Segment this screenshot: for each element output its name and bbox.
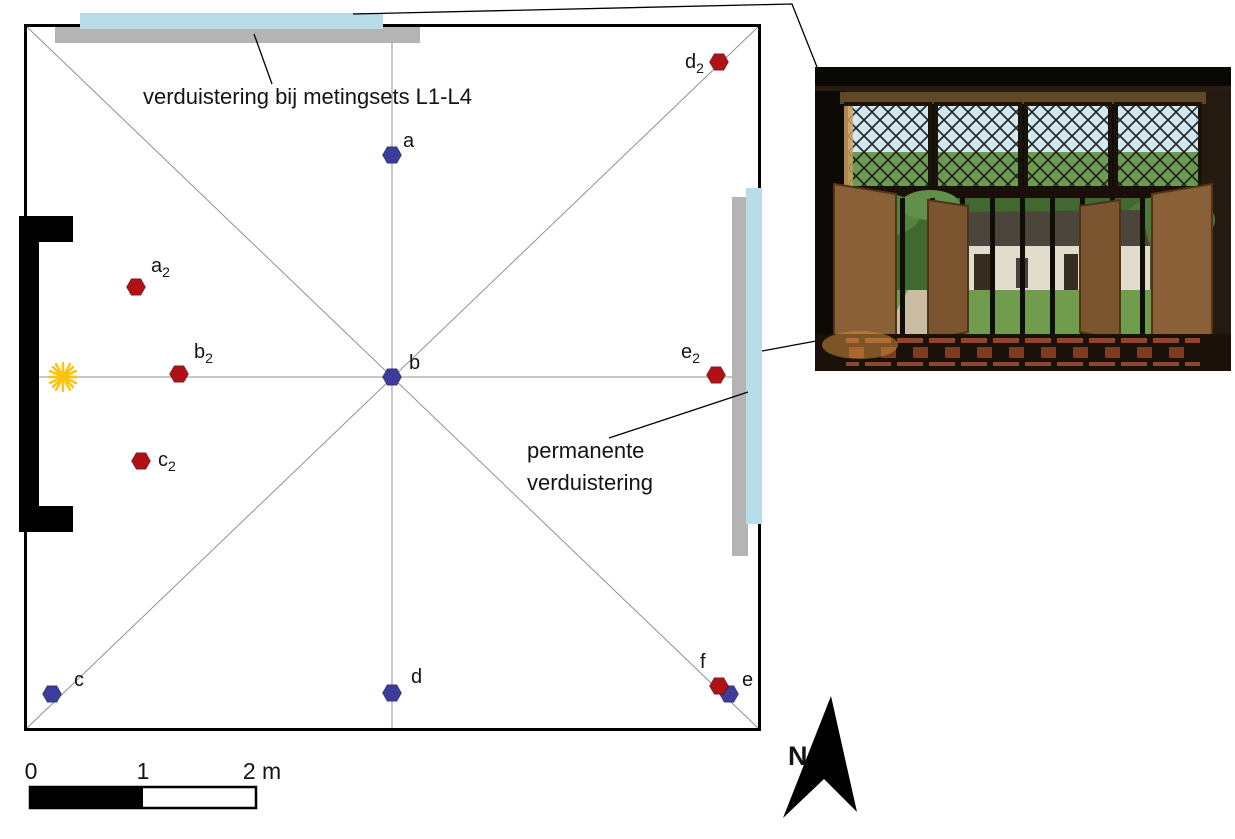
red-hexagon-marker [708,677,730,695]
scale-label-0: 0 [25,758,38,784]
blackout-gray-bar-top [55,27,420,43]
photo-sunlit-bricks [822,331,898,359]
point-label-a2: a2 [151,255,170,280]
point-label-a: a [403,130,415,152]
blue-hexagon-marker [381,684,403,702]
photo-window-bars [846,198,1200,334]
callout-line-right [761,340,817,352]
north-label: N [788,741,808,771]
photo-shutter-right-outer [1151,182,1213,354]
blackout-blue-bar-right [746,188,762,524]
sun-icon [47,361,79,393]
permanent-label-line1: permanente [527,438,644,463]
red-hexagon-marker [130,452,152,470]
red-hexagon-marker [168,365,190,383]
blackout-sets-label: verduistering bij metingsets L1-L4 [143,84,472,109]
red-hexagon-marker [708,53,730,71]
blackout-gray-bar-right [732,197,748,556]
point-label-e: e [742,669,753,691]
north-arrow-icon [783,696,857,818]
pointer-line-permanent [608,391,749,439]
measurement-point-e2: e2 [681,341,727,384]
point-label-c2: c2 [158,449,176,474]
point-label-d2: d2 [685,51,704,76]
blue-hexagon-marker [381,368,403,386]
lamp-bracket-spine [19,216,39,532]
photo-shutter-right-inner [1079,198,1121,342]
point-label-f: f [700,651,706,673]
scale-label-1: 1 [137,758,150,784]
photo-bricks [846,338,1200,366]
measurement-point-c2: c2 [130,449,176,474]
callout-line-top [352,3,818,68]
photo-leaded-panes [844,102,1202,190]
measurement-point-d2: d2 [685,51,730,76]
blackout-blue-bar-top [80,13,383,29]
scale-black-segment [30,787,143,808]
measurement-points-layer: a b c d e a2 b2 c2 d2 e2 f [41,51,753,703]
point-label-c: c [74,669,84,691]
pointer-line-blackout-sets [253,33,273,85]
scale-bar: 0 1 2 m [25,758,281,810]
point-label-d: d [411,666,422,688]
blue-hexagon-marker [381,146,403,164]
red-hexagon-marker [125,278,147,296]
permanent-label-line2: verduistering [527,470,653,495]
point-label-e2: e2 [681,341,700,366]
red-hexagon-marker [705,366,727,384]
measurement-point-b2: b2 [168,341,213,383]
blue-hexagon-marker [41,685,63,703]
measurement-point-c: c [41,669,84,703]
photo-beam-face [815,86,1231,94]
measurement-point-b: b [381,352,420,386]
photo-sunlit-frame [844,106,853,190]
measurement-point-f: f [700,651,730,695]
point-label-b: b [409,352,420,374]
scale-label-2m: 2 m [243,758,281,784]
photo-lintel [840,92,1206,104]
north-arrow: N [783,696,857,818]
lamp-bracket-bottom-arm [19,506,73,532]
photo-shutter-left-inner [927,198,969,342]
window-photo [815,67,1231,371]
lamp-bracket [19,216,73,532]
point-label-b2: b2 [194,341,213,366]
lamp-bracket-top-arm [19,216,73,242]
measurement-point-d: d [381,666,422,702]
measurement-point-a: a [381,130,415,164]
photo-shutter-left-outer [833,182,897,354]
measurement-point-a2: a2 [125,255,170,296]
